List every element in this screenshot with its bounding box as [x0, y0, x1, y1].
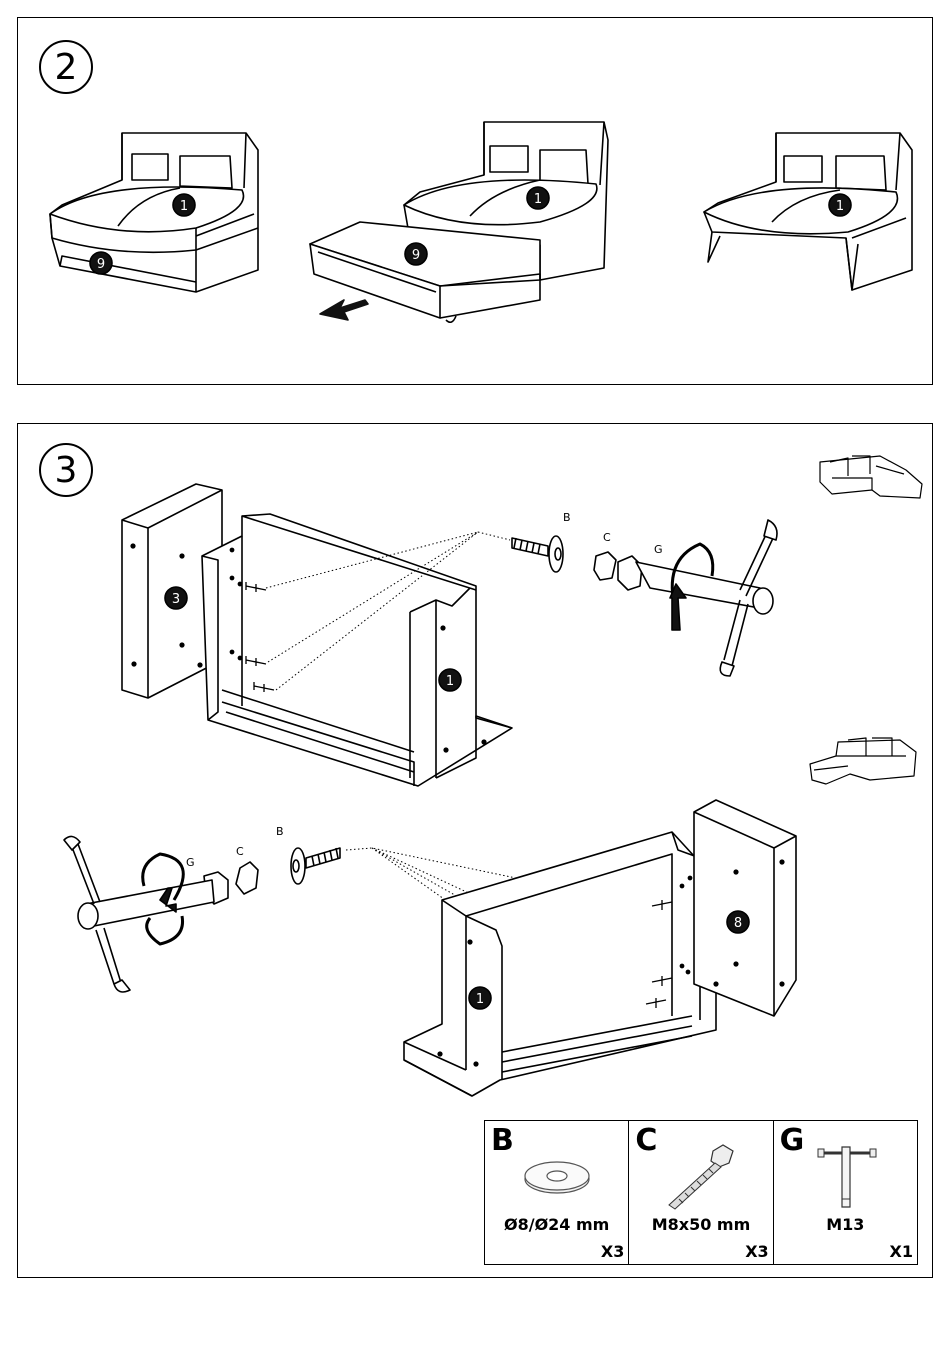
part-quantity: X3 — [745, 1242, 768, 1261]
part-size: M13 — [774, 1215, 917, 1234]
part-cell-C: C M8x50 mm X3 — [629, 1121, 773, 1264]
washer-icon — [485, 1121, 629, 1211]
part-badge-label: 1 — [836, 199, 844, 214]
part-cell-B: B Ø8/Ø24 mm X3 — [485, 1121, 629, 1264]
sofa-orientation-left-icon — [810, 738, 916, 784]
hardware-exploded-upper — [512, 520, 777, 676]
part-badge-label: 9 — [97, 257, 105, 272]
hardware-label-G: G — [654, 543, 663, 556]
wrench-icon — [774, 1121, 918, 1211]
sofa-module-pulled — [310, 122, 608, 322]
part-badge-label: 9 — [412, 248, 420, 263]
hardware-label-B: B — [276, 825, 284, 838]
part-badge-label: 1 — [180, 199, 188, 214]
part-quantity: X1 — [890, 1242, 913, 1261]
pull-direction-arrow-icon — [320, 300, 368, 320]
bolt-icon — [629, 1121, 773, 1211]
part-badge-label: 8 — [734, 916, 742, 931]
part-badge-label: 1 — [534, 192, 542, 207]
hardware-label-C: C — [236, 845, 244, 858]
hardware-label-G: G — [186, 856, 195, 869]
part-quantity: X3 — [601, 1242, 624, 1261]
part-size: Ø8/Ø24 mm — [485, 1215, 628, 1234]
sofa-orientation-right-icon — [820, 456, 922, 498]
hardware-label-C: C — [603, 531, 611, 544]
sofa-module-frame — [704, 133, 912, 290]
part-badge-label: 3 — [172, 592, 180, 607]
sofa-module-closed — [50, 133, 258, 292]
hardware-exploded-lower — [64, 836, 340, 992]
hardware-label-B: B — [563, 511, 571, 524]
part-badge-label: 1 — [476, 992, 484, 1007]
part-size: M8x50 mm — [629, 1215, 772, 1234]
frame-module-1-upper — [202, 514, 512, 786]
parts-table: B Ø8/Ø24 mm X3 C M8x50 mm X3 G M13 X1 — [484, 1120, 918, 1265]
part-cell-G: G M13 X1 — [774, 1121, 917, 1264]
side-panel-8 — [694, 800, 796, 1016]
frame-module-1-lower — [404, 832, 716, 1096]
part-badge-label: 1 — [446, 674, 454, 689]
